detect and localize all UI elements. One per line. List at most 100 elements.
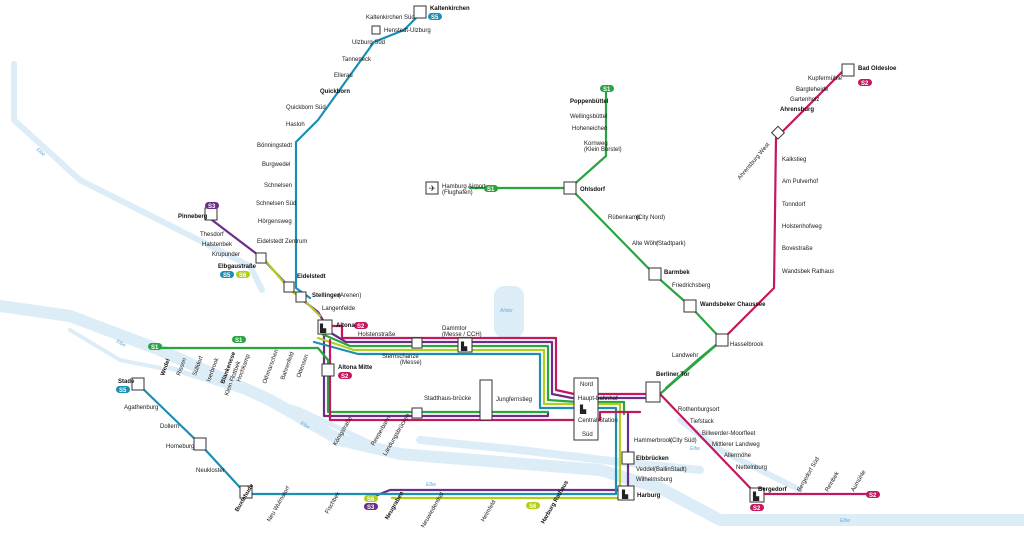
station-eidelstedt-zentrum[interactable]: [255, 252, 267, 264]
badge-s2-bergedorf: [750, 504, 764, 511]
station-stade[interactable]: [131, 377, 145, 391]
label-thesdorf: Thesdorf: [200, 232, 224, 238]
label-bergedorf: Bergedorf: [758, 487, 788, 493]
label-landwehr: Landwehr: [672, 353, 698, 359]
label-dollern: Dollern: [160, 424, 179, 430]
label-mittlerer: Mittlerer Landweg: [712, 442, 760, 448]
station-ohlsdorf[interactable]: [563, 181, 577, 195]
station-altona[interactable]: [317, 319, 333, 335]
badge-s2-altona: [354, 322, 368, 329]
label-hasloh: Hasloh: [286, 122, 305, 128]
label-ruebenkamp: Rübenkamp: [608, 215, 641, 221]
badge-s5-stade-text: S5: [119, 388, 127, 394]
station-berliner-tor[interactable]: [645, 381, 661, 403]
line-s2-ahrensburg: [720, 70, 844, 342]
label-kaltenkirchen: Kaltenkirchen: [430, 6, 470, 12]
label-wandsbeker: Wandsbeker Chaussee: [700, 302, 766, 308]
station-wandsbeker[interactable]: [683, 299, 697, 313]
label-sternschanze: Sternschanze: [382, 354, 419, 360]
station-stadthausbruecke[interactable]: [411, 407, 423, 419]
station-elbbruecken[interactable]: [621, 451, 635, 465]
station-bad-oldesloe[interactable]: [841, 63, 855, 77]
badge-s3-pinneberg: [205, 202, 219, 209]
elbe-upper-arm: [11, 61, 265, 293]
line-s5-north: [294, 12, 422, 300]
label-berliner-tor: Berliner Tor: [656, 372, 690, 378]
label-tanneneck: Tanneneck: [342, 57, 372, 63]
badge-s1-airport-text: S1: [487, 187, 495, 193]
label-alte-woehr-note: (Stadtpark): [656, 241, 686, 247]
line-s5-city: [312, 340, 618, 484]
elbe-label-2: Elbe: [115, 339, 127, 349]
station-horneburg[interactable]: [193, 437, 207, 451]
label-agathenburg: Agathenburg: [124, 405, 158, 411]
label-bargteheide: Bargteheide: [796, 87, 829, 93]
label-tonndorf: Tonndorf: [782, 202, 806, 208]
label-jungfernstieg: Jungfernstieg: [496, 397, 532, 403]
station-hasselbrook[interactable]: [715, 333, 729, 347]
station-airport[interactable]: [425, 181, 439, 195]
label-elbbruecken: Elbbrücken: [636, 456, 669, 462]
station-altona-mitte[interactable]: [321, 363, 335, 377]
elbe-west-arm: [68, 328, 162, 370]
label-schnelsen: Schnelsen: [264, 183, 292, 189]
train-icon-altona: ▙: [319, 323, 327, 333]
label-rissen: Rissen: [176, 357, 188, 376]
station-jungfernstieg[interactable]: [479, 379, 493, 421]
station-sternschanze[interactable]: [411, 337, 423, 349]
badge-s5-elbgau-text: S5: [223, 273, 231, 279]
line-s5x-city: [316, 336, 622, 482]
elbe-label-4: Elbe: [426, 482, 436, 488]
label-holsten: Holstenstraße: [358, 332, 396, 338]
elbe-main-river: [0, 300, 1024, 526]
badge-s2-altona-text: S2: [357, 324, 365, 330]
badge-s1-poppenbuettel: [600, 85, 614, 92]
label-poppenbuettel: Poppenbüttel: [570, 99, 609, 105]
station-henstedt[interactable]: [371, 25, 381, 35]
badge-s1-poppenbuettel-text: S1: [603, 87, 611, 93]
airport-icon: ✈: [429, 184, 436, 193]
label-eidelstedt: Eidelstedt: [297, 274, 326, 280]
badges-layer: S5 S3 S5 S6 S2 S2 S1 S1 S1 S1 S2 S2 S2 S…: [116, 13, 880, 512]
station-kaltenkirchen[interactable]: [413, 5, 427, 19]
label-neugraben: Neugraben: [385, 491, 406, 521]
label-othmarschen: Othmarschen: [262, 349, 280, 385]
label-dammtor: Dammtor: [442, 326, 467, 332]
badge-s1-wedel-text: S1: [151, 345, 159, 351]
station-barmbek[interactable]: [648, 267, 662, 281]
label-bad-oldesloe: Bad Oldesloe: [858, 66, 897, 72]
label-henstedt: Henstedt-Ulzburg: [384, 28, 431, 34]
badge-s1-wedel: [148, 343, 162, 350]
label-eidelstedt-zentrum: Eidelstedt Zentrum: [257, 239, 307, 245]
alster-lake: [494, 286, 524, 338]
station-eidelstedt[interactable]: [283, 281, 295, 293]
label-wedel: Wedel: [160, 358, 172, 377]
station-buxtehude[interactable]: [239, 485, 253, 499]
label-tiefstack: Tiefstack: [690, 419, 715, 425]
label-heimfeld: Heimfeld: [481, 499, 498, 523]
badge-s5-kaltenkirchen: [428, 13, 442, 20]
label-ellerau: Ellerau: [334, 73, 353, 79]
station-bergedorf[interactable]: [749, 487, 765, 503]
label-horneburg: Horneburg: [166, 444, 194, 450]
label-kupfermuehle: Kupfermühle: [808, 76, 843, 82]
station-harburg[interactable]: [617, 485, 635, 501]
label-veddel: Veddel: [636, 467, 654, 473]
label-schnelsen-sued: Schnelsen Süd: [256, 201, 296, 207]
station-hauptbahnhof[interactable]: [573, 377, 599, 441]
station-dammtor[interactable]: [457, 337, 473, 353]
line-s1-city: [320, 332, 626, 416]
station-ahrensburg-west[interactable]: [770, 125, 786, 140]
label-hbf: Haupt-bahnhof: [578, 396, 618, 402]
label-kalkstieg: Kalkstieg: [782, 157, 806, 163]
lines-layer: [136, 12, 872, 500]
label-aumuehle: Aumühle: [851, 469, 868, 493]
label-bahrenfeld: Bahrenfeld: [280, 351, 296, 380]
label-am-pulverhof: Am Pulverhof: [782, 179, 818, 185]
station-stellingen[interactable]: [295, 291, 307, 303]
badge-s4-oldesloe: [858, 79, 872, 86]
label-holstenhofweg: Holstenhofweg: [782, 224, 822, 230]
label-bovestrasse: Bovestraße: [782, 246, 813, 252]
badge-s6-neugraben-text: S6: [367, 497, 375, 503]
